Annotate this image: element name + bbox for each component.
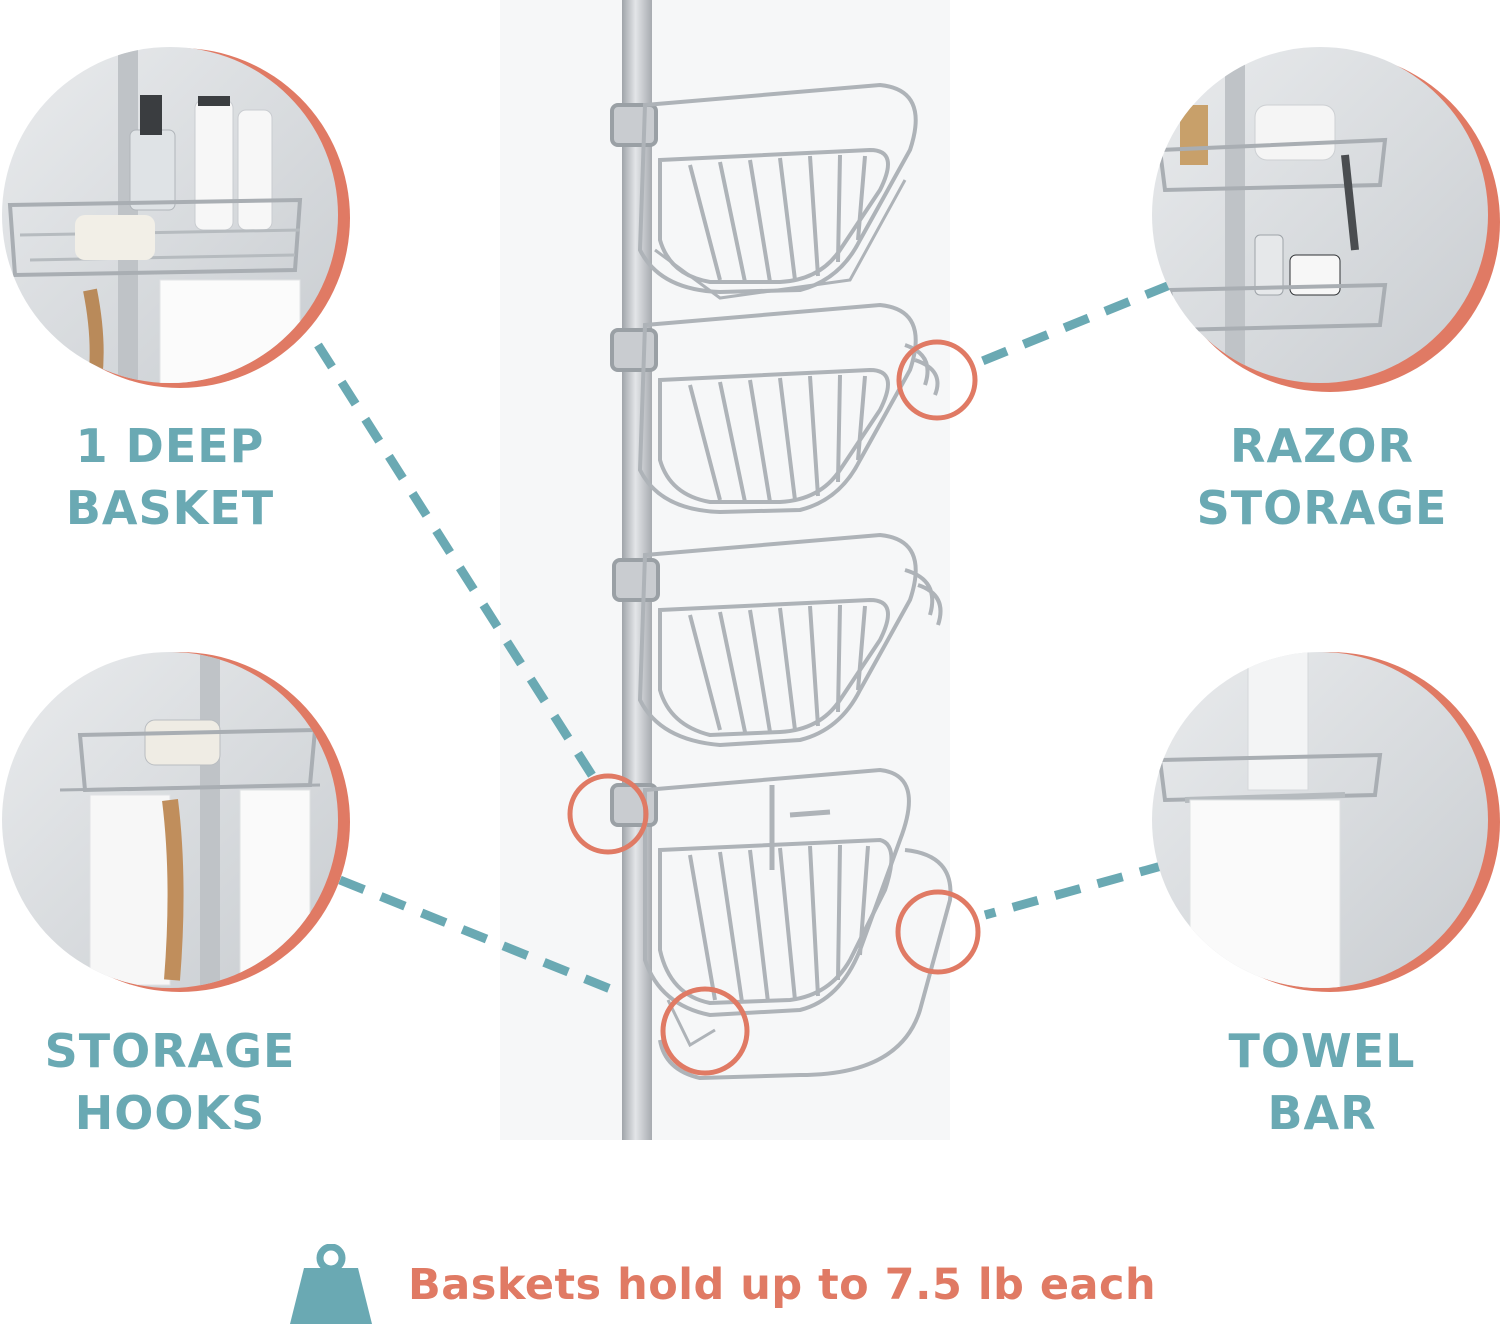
highlight-towel-bar (895, 889, 981, 975)
connector-towel-bar (983, 860, 1167, 920)
label-line: TOWEL (1228, 1024, 1416, 1078)
highlight-hooks (660, 986, 750, 1076)
detail-photo-towel-bar (1152, 652, 1500, 992)
label-storage-hooks: STORAGE HOOKS (0, 1020, 380, 1144)
basket-3 (612, 532, 943, 748)
label-razor-storage: RAZOR STORAGE (1112, 415, 1500, 539)
highlight-razor (896, 339, 978, 421)
highlight-circles (567, 339, 981, 1076)
highlight-pole-mount (567, 773, 649, 855)
capacity-text: Baskets hold up to 7.5 lb each (408, 1260, 1157, 1310)
weight-icon (290, 1244, 372, 1324)
connector-lines (314, 280, 1172, 1010)
detail-photo-deep-basket (2, 47, 350, 388)
label-towel-bar: TOWEL BAR (1112, 1020, 1500, 1144)
connector-razor-storage (978, 280, 1172, 367)
basket-2 (610, 302, 940, 515)
label-line: RAZOR (1230, 419, 1414, 473)
label-line: STORAGE (44, 1024, 296, 1078)
capacity-footer: Baskets hold up to 7.5 lb each (288, 1240, 1156, 1330)
label-line: BASKET (65, 481, 275, 535)
label-line: HOOKS (74, 1086, 266, 1140)
label-deep-basket: 1 DEEP BASKET (0, 415, 380, 539)
label-line: BAR (1267, 1086, 1377, 1140)
basket-1 (610, 82, 918, 300)
detail-photo-razor-storage (1152, 47, 1500, 392)
detail-photo-storage-hooks (2, 652, 350, 992)
label-line: 1 DEEP (75, 419, 265, 473)
basket-4-deep (610, 767, 953, 1081)
connector-storage-hooks (338, 875, 652, 1010)
label-line: STORAGE (1196, 481, 1448, 535)
